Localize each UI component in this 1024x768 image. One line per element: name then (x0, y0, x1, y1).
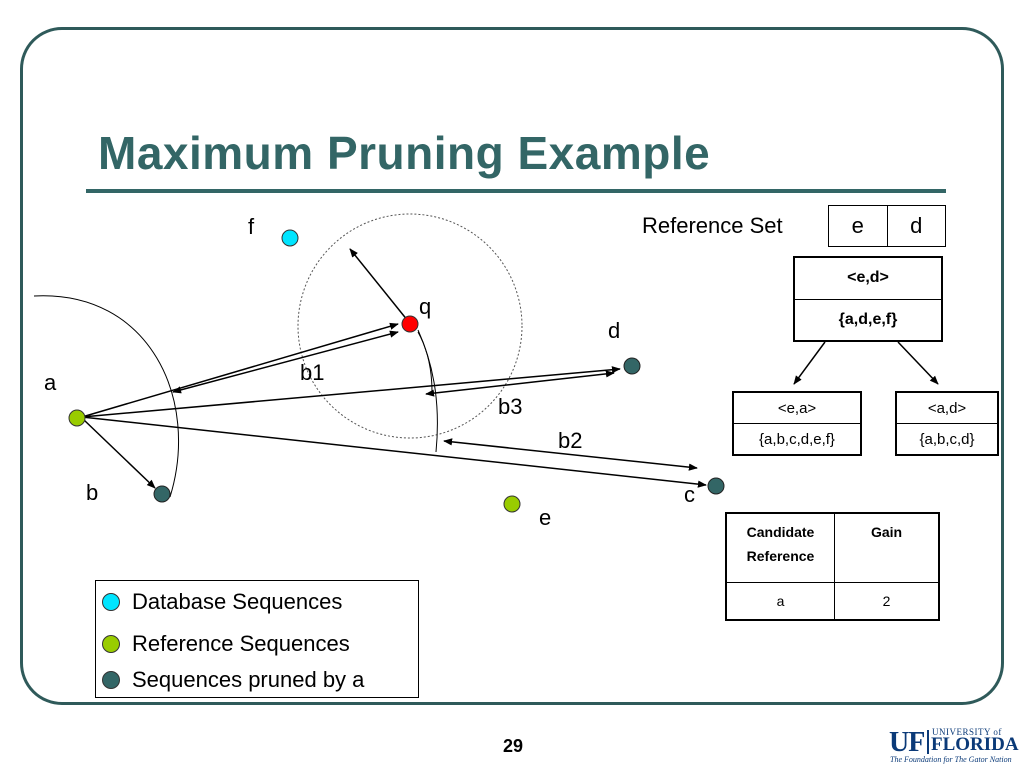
label-d: d (608, 318, 620, 343)
distance-arrow-b3 (425, 370, 615, 397)
cyan-circle-icon (102, 593, 120, 611)
line-a-to-b (83, 419, 156, 489)
reference-set-item: e (851, 213, 864, 238)
tree-left-set: {a,b,c,d,e,f} (759, 430, 835, 448)
point-d (623, 357, 641, 375)
legend-item-reference: Reference Sequences (102, 631, 350, 657)
point-c (707, 477, 725, 495)
tree-right-node: <a,d> {a,b,c,d} (895, 391, 999, 456)
label-b1: b1 (300, 360, 324, 385)
point-q (401, 315, 419, 333)
legend: Database Sequences Reference Sequences S… (95, 580, 419, 698)
header-gain: Gain (834, 512, 940, 583)
legend-item-database: Database Sequences (102, 589, 342, 615)
point-a (68, 409, 86, 427)
tree-edge-left (793, 341, 826, 385)
label-c: c (684, 482, 695, 507)
label-b2: b2 (558, 428, 582, 453)
distance-arrow-b1 (172, 330, 399, 394)
uf-logo: UF UNIVERSITY of FLORIDA The Foundation … (889, 727, 1019, 765)
tree-root-node: <e,d> {a,d,e,f} (793, 256, 943, 342)
label-e: e (539, 505, 551, 530)
gain-table: Candidate Reference Gain a 2 (725, 512, 940, 621)
green-circle-icon (102, 635, 120, 653)
table-row: a 2 (725, 582, 940, 621)
slide-title: Maximum Pruning Example (98, 127, 711, 179)
header-candidate-reference: Candidate Reference (725, 512, 835, 583)
tree-right-sequence: <a,d> (897, 393, 997, 424)
point-f (281, 229, 299, 247)
point-b (153, 485, 171, 503)
logo-florida: FLORIDA (931, 734, 1019, 755)
page-number: 29 (503, 736, 524, 756)
distance-arrow-b2 (443, 438, 698, 471)
label-f: f (248, 214, 255, 239)
tree-edge-right (897, 341, 939, 385)
header-candidate-line: Candidate (746, 524, 815, 540)
distance-arc-b2 (417, 329, 438, 453)
tree-left-node: <e,a> {a,b,c,d,e,f} (732, 391, 862, 456)
reference-a-range-arc (33, 295, 179, 498)
label-b: b (86, 480, 98, 505)
cell-gain: 2 (834, 582, 940, 621)
legend-label: Database Sequences (132, 589, 343, 614)
label-a: a (44, 370, 57, 395)
slide-frame (20, 27, 1004, 705)
label-q: q (419, 294, 431, 319)
tree-root-sequence: <e,d> (795, 258, 941, 300)
reference-set-box: e d (828, 205, 946, 247)
legend-label: Reference Sequences (132, 631, 350, 656)
query-range-circle (297, 213, 523, 439)
tree-right-set: {a,b,c,d} (919, 430, 975, 448)
teal-circle-icon (102, 671, 120, 689)
logo-tagline: The Foundation for The Gator Nation (890, 755, 1012, 764)
gain-table-header-row: Candidate Reference Gain (725, 512, 940, 583)
cell-candidate: a (725, 582, 835, 621)
header-reference-line: Reference (746, 548, 815, 564)
legend-item-pruned: Sequences pruned by a (102, 667, 364, 693)
logo-divider (927, 730, 929, 754)
logo-university-of: UNIVERSITY of (932, 727, 1002, 737)
point-e (503, 495, 521, 513)
reference-set-item: d (886, 206, 946, 246)
tree-root-set: {a,d,e,f} (838, 310, 898, 328)
legend-label: Sequences pruned by a (132, 667, 365, 692)
logo-uf: UF (889, 727, 925, 758)
query-radius-arrow (349, 248, 409, 322)
reference-set-label: Reference Set (642, 213, 783, 238)
label-b3: b3 (498, 394, 522, 419)
tree-left-sequence: <e,a> (734, 393, 860, 424)
line-a-to-c (81, 416, 707, 488)
title-underline (86, 189, 946, 193)
